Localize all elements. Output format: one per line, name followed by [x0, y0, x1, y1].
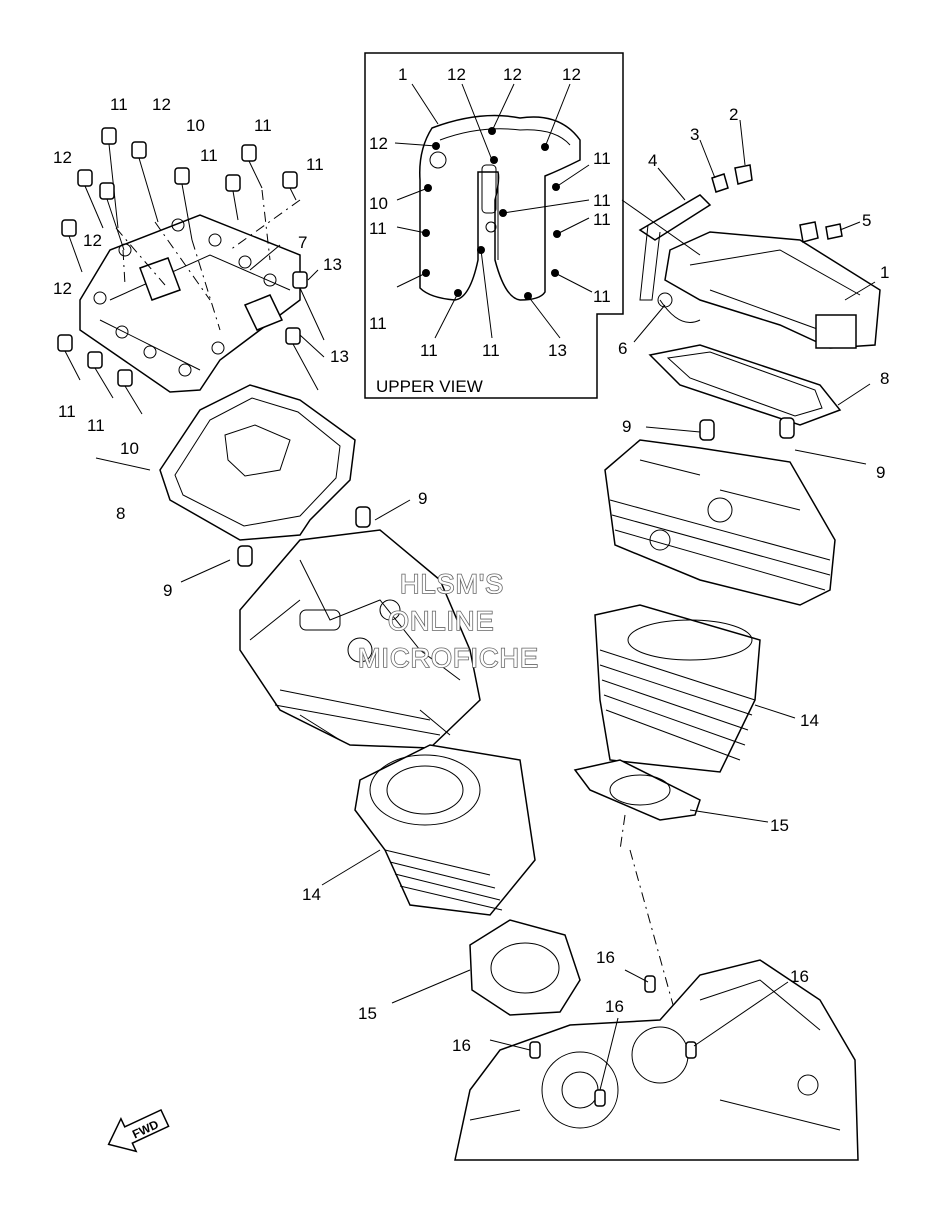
- callout: 14: [302, 885, 321, 904]
- callout: 10: [120, 439, 139, 458]
- crankcase: [454, 959, 859, 1161]
- callout: 11: [200, 146, 218, 165]
- upper-view-label: 11: [369, 314, 387, 333]
- rear-head-cover-gasket: [648, 344, 842, 426]
- callout: 13: [323, 255, 342, 274]
- callout: 15: [358, 1004, 377, 1023]
- dowel-pin: [529, 1041, 541, 1059]
- callout: 5: [862, 211, 871, 230]
- front-cylinder: [354, 744, 536, 916]
- watermark-line-1: HLSM'S: [400, 569, 504, 599]
- dowel-pin: [594, 1089, 606, 1107]
- callout: 11: [87, 416, 105, 435]
- callout: 15: [770, 816, 789, 835]
- watermark-line-2: ONLINE: [388, 606, 495, 636]
- callout: 11: [306, 155, 324, 174]
- upper-view-label: 1: [398, 65, 407, 84]
- callout: 14: [800, 711, 819, 730]
- upper-view-label: 11: [593, 191, 611, 210]
- callout: 16: [596, 948, 615, 967]
- callout: 12: [83, 231, 102, 250]
- callout: 12: [53, 148, 72, 167]
- watermark-line-3: MICROFICHE: [358, 643, 539, 673]
- callout: 13: [330, 347, 349, 366]
- left-callouts: 11 12 10 11 11 11 12 12 12 7 13 13 11 11…: [53, 95, 427, 600]
- callout: 7: [298, 233, 307, 252]
- callout: 9: [876, 463, 885, 482]
- upper-view-title: UPPER VIEW: [376, 377, 483, 396]
- upper-view-label: 13: [548, 341, 567, 360]
- forward-arrow-badge: FWD: [107, 1108, 170, 1153]
- rear-cylinder: [594, 604, 761, 773]
- upper-view-label: 11: [420, 341, 438, 360]
- upper-view-label: 11: [593, 210, 611, 229]
- dowel-pin: [644, 975, 656, 993]
- callout: 9: [163, 581, 172, 600]
- upper-view-label: 12: [503, 65, 522, 84]
- callout: 10: [186, 116, 205, 135]
- callout: 12: [152, 95, 171, 114]
- bolt-dot: [490, 156, 498, 164]
- front-cylinder-gasket: [469, 919, 581, 1016]
- front-head-cover-gasket: [159, 384, 356, 541]
- callout: 4: [648, 151, 657, 170]
- upper-view-label: 11: [593, 287, 611, 306]
- upper-view-label: 12: [369, 134, 388, 153]
- callout: 16: [790, 967, 809, 986]
- upper-view-label: 12: [562, 65, 581, 84]
- callout: 8: [880, 369, 889, 388]
- upper-view-label: 11: [593, 149, 611, 168]
- callout: 1: [880, 263, 889, 282]
- rear-cylinder-head: [604, 439, 836, 606]
- hose-fittings: [711, 164, 843, 243]
- callout: 11: [254, 116, 272, 135]
- front-cylinder-head: [239, 529, 481, 749]
- upper-view-inset: 1 12 12 12 12 10 11 11 11 11 11 11 11 10…: [364, 52, 624, 399]
- callout: 16: [452, 1036, 471, 1055]
- upper-view-label: 11: [482, 341, 500, 360]
- callout: 9: [418, 489, 427, 508]
- watermark: HLSM'S ONLINE MICROFICHE: [357, 568, 539, 674]
- callout: 11: [110, 95, 128, 114]
- upper-view-label: 11: [369, 219, 387, 238]
- cover-bolts: [57, 127, 325, 415]
- upper-view-label: 10: [369, 194, 388, 213]
- callout: 9: [622, 417, 631, 436]
- callout: 6: [618, 339, 627, 358]
- callout: 12: [53, 279, 72, 298]
- callout: 8: [116, 504, 125, 523]
- front-head-cover: [79, 214, 301, 393]
- dowel-pin: [355, 506, 371, 528]
- callout: 3: [690, 125, 699, 144]
- dowel-pin: [779, 417, 795, 439]
- dowel-pin: [699, 419, 715, 441]
- callout: 2: [729, 105, 738, 124]
- rear-cylinder-gasket: [573, 759, 701, 821]
- right-callouts: 2 3 4 5 1 6 8 9 9 14 15 16 16 16 16: [452, 105, 889, 1055]
- dowel-pin: [237, 545, 253, 567]
- rear-head-cover: [664, 231, 881, 349]
- callout: 11: [58, 402, 76, 421]
- breather-hose: [638, 194, 712, 323]
- callout: 16: [605, 997, 624, 1016]
- dowel-pin: [685, 1041, 697, 1059]
- upper-view-label: 12: [447, 65, 466, 84]
